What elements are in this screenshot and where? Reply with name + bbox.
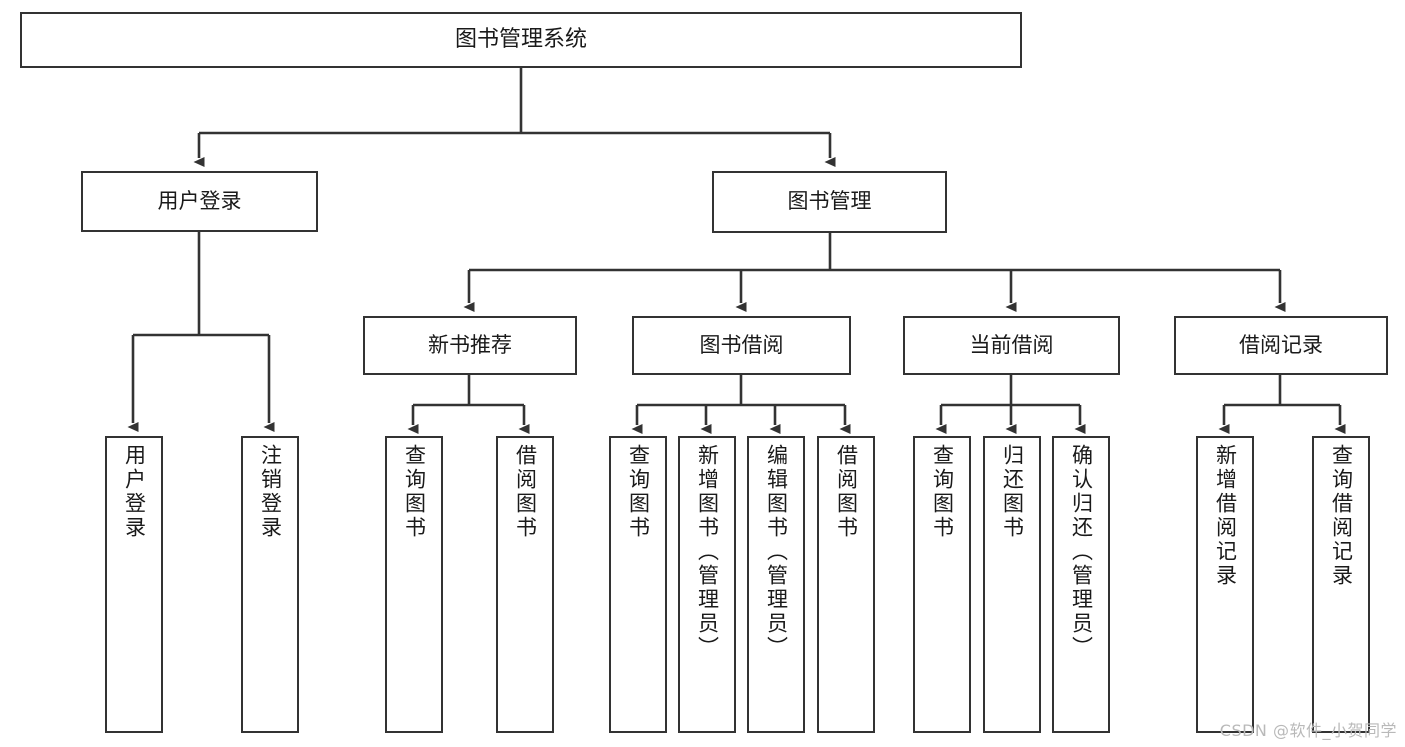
node-label: 借阅记录: [1239, 332, 1323, 357]
node-leaf-return-book[interactable]: 归还图书: [983, 436, 1041, 733]
node-label: 新增图书（管理员）: [695, 444, 720, 660]
node-book-borrow[interactable]: 图书借阅: [632, 316, 851, 375]
node-label: 新书推荐: [428, 332, 512, 357]
node-label: 查询图书: [626, 444, 651, 540]
node-label: 图书管理: [787, 189, 872, 214]
node-borrow-record[interactable]: 借阅记录: [1174, 316, 1388, 375]
node-label: 确认归还（管理员）: [1069, 444, 1094, 660]
node-label: 图书管理系统: [454, 26, 587, 52]
node-label: 编辑图书（管理员）: [764, 444, 789, 660]
node-label: 查询图书: [402, 444, 427, 540]
node-leaf-borrow-book[interactable]: 借阅图书: [817, 436, 875, 733]
node-label: 用户登录: [122, 444, 147, 540]
node-leaf-user-login[interactable]: 用户登录: [105, 436, 163, 733]
node-leaf-query-book-recommend[interactable]: 查询图书: [385, 436, 443, 733]
node-book-manage[interactable]: 图书管理: [712, 171, 947, 233]
csdn-watermark: CSDN @软件_小贺同学: [1219, 721, 1397, 740]
node-label: 借阅图书: [834, 444, 859, 540]
node-label: 新增借阅记录: [1213, 444, 1238, 588]
node-current-borrow[interactable]: 当前借阅: [903, 316, 1120, 375]
node-label: 借阅图书: [513, 444, 538, 540]
node-leaf-add-borrow-record[interactable]: 新增借阅记录: [1196, 436, 1254, 733]
node-label: 图书借阅: [699, 332, 784, 357]
node-label: 归还图书: [1000, 444, 1025, 540]
node-label: 查询借阅记录: [1329, 444, 1354, 588]
node-new-book-recommend[interactable]: 新书推荐: [363, 316, 577, 375]
node-root-system[interactable]: 图书管理系统: [20, 12, 1022, 68]
node-leaf-logout[interactable]: 注销登录: [241, 436, 299, 733]
node-leaf-confirm-return[interactable]: 确认归还（管理员）: [1052, 436, 1110, 733]
node-label: 注销登录: [258, 444, 283, 540]
node-leaf-borrow-book-recommend[interactable]: 借阅图书: [496, 436, 554, 733]
node-leaf-query-book-current[interactable]: 查询图书: [913, 436, 971, 733]
node-leaf-add-book[interactable]: 新增图书（管理员）: [678, 436, 736, 733]
node-label: 用户登录: [157, 188, 242, 213]
node-label: 当前借阅: [969, 332, 1054, 357]
node-leaf-query-borrow-record[interactable]: 查询借阅记录: [1312, 436, 1370, 733]
node-leaf-query-book-borrow[interactable]: 查询图书: [609, 436, 667, 733]
node-user-login[interactable]: 用户登录: [81, 171, 318, 232]
node-leaf-edit-book[interactable]: 编辑图书（管理员）: [747, 436, 805, 733]
node-label: 查询图书: [930, 444, 955, 540]
